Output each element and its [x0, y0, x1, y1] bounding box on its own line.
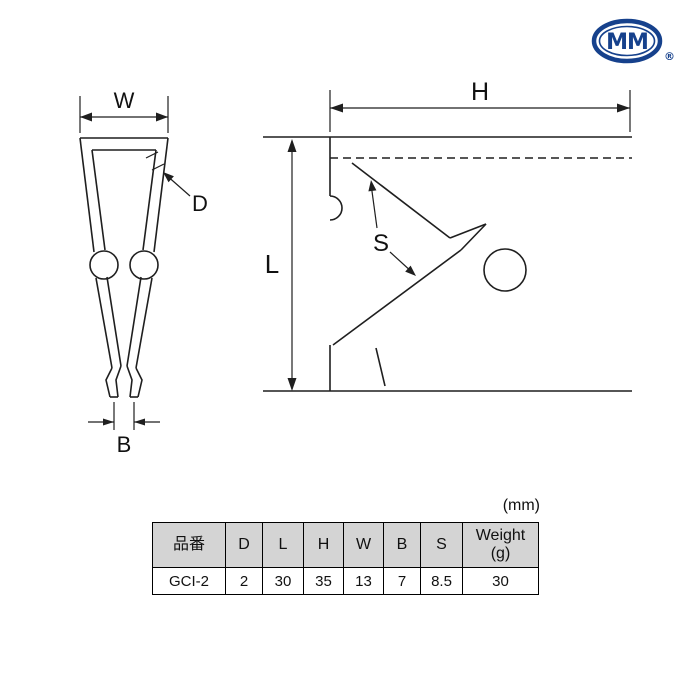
side-hole-circle — [483, 248, 527, 292]
grip-circle-left — [89, 250, 119, 280]
header-part-number: 品番 — [152, 522, 226, 568]
spec-table: 品番 D L H W B S Weight (g) GCI-2 2 30 35 … — [152, 522, 539, 595]
dimension-d: D — [145, 151, 208, 216]
dim-label-d: D — [192, 191, 208, 216]
table-header-row: 品番 D L H W B S Weight (g) — [152, 522, 539, 568]
logo-inner-ellipse — [598, 25, 656, 57]
logo-text: MM — [606, 30, 648, 55]
technical-drawing: W D — [79, 18, 675, 457]
dimension-l: L — [265, 139, 297, 391]
dim-label-b: B — [117, 432, 132, 457]
dim-label-l: L — [265, 249, 279, 279]
header-weight: Weight (g) — [462, 522, 539, 568]
cell-part-number: GCI-2 — [152, 567, 226, 595]
dim-label-h: H — [471, 78, 489, 106]
cell-h: 35 — [303, 567, 344, 595]
cell-b: 7 — [383, 567, 421, 595]
cell-w: 13 — [343, 567, 384, 595]
header-s: S — [420, 522, 463, 568]
header-h: H — [303, 522, 344, 568]
units-label: (mm) — [502, 497, 540, 514]
dimension-w: W — [79, 88, 169, 133]
header-b: B — [383, 522, 421, 568]
header-l: L — [262, 522, 304, 568]
dim-label-s: S — [373, 230, 389, 257]
mm-logo: MM ® — [591, 18, 675, 64]
side-view-outline — [263, 136, 632, 392]
header-w: W — [343, 522, 384, 568]
grip-circle-right — [129, 250, 159, 280]
cell-s: 8.5 — [420, 567, 463, 595]
side-view: H L S — [263, 78, 632, 392]
cell-weight: 30 — [462, 567, 539, 595]
front-view-outline — [79, 137, 169, 398]
dimension-b: B — [88, 402, 160, 457]
dimension-s: S — [368, 180, 416, 276]
registered-mark: ® — [664, 50, 675, 63]
cell-d: 2 — [225, 567, 263, 595]
dimension-h: H — [329, 78, 631, 132]
dim-label-w: W — [114, 88, 135, 113]
table-row: GCI-2 2 30 35 13 7 8.5 30 — [152, 567, 539, 595]
cell-l: 30 — [262, 567, 304, 595]
edge-notch-arc — [329, 195, 343, 221]
logo-outer-ellipse — [591, 18, 663, 64]
header-d: D — [225, 522, 263, 568]
front-view: W D — [79, 88, 208, 457]
